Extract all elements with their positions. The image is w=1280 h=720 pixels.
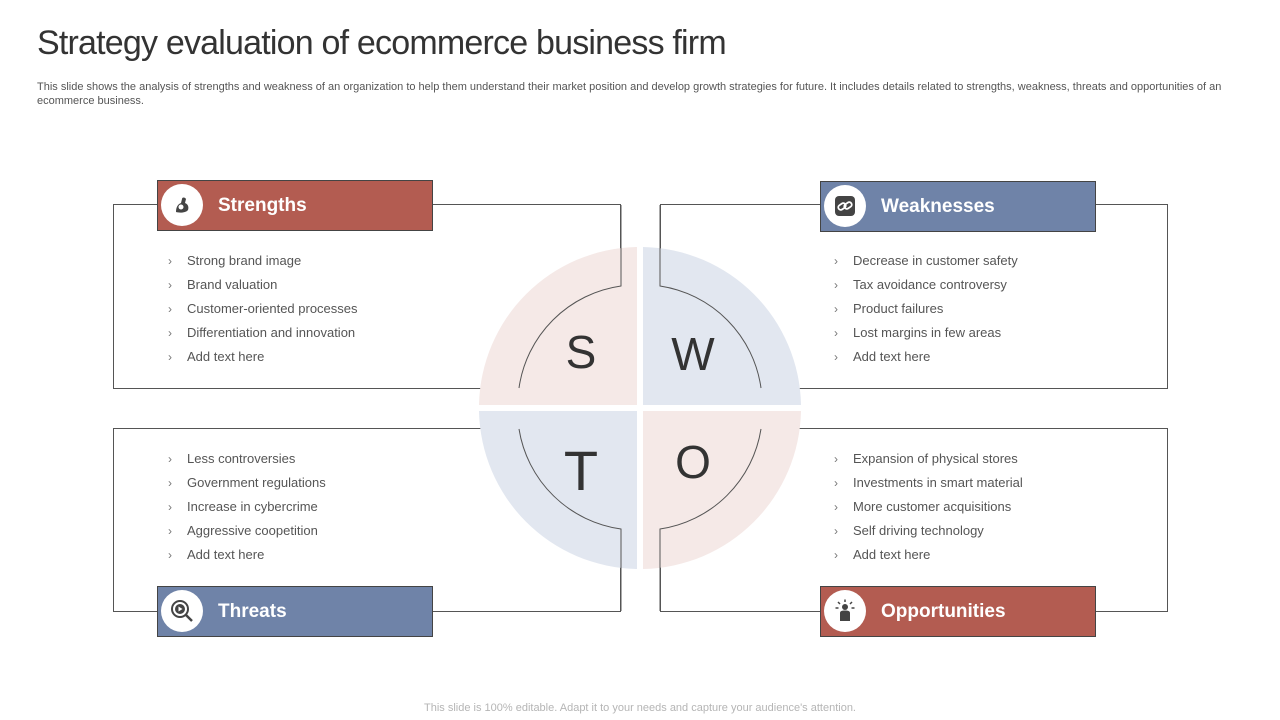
list-item: ›Add text here bbox=[168, 543, 326, 567]
opportunities-list: ›Expansion of physical stores ›Investmen… bbox=[834, 447, 1023, 567]
flexed-arm-icon bbox=[161, 184, 203, 226]
swot-quadrant-w bbox=[643, 247, 801, 405]
list-item: ›Self driving technology bbox=[834, 519, 1023, 543]
list-item: ›Tax avoidance controversy bbox=[834, 273, 1018, 297]
list-item: ›Brand valuation bbox=[168, 273, 358, 297]
opportunities-label: Opportunities bbox=[881, 601, 1006, 622]
threats-label: Threats bbox=[218, 601, 287, 622]
list-item: ›Product failures bbox=[834, 297, 1018, 321]
page-subtitle: This slide shows the analysis of strengt… bbox=[37, 81, 1222, 107]
strengths-label: Strengths bbox=[218, 195, 307, 216]
list-item: ›Differentiation and innovation bbox=[168, 321, 358, 345]
swot-inner-arc-t bbox=[518, 428, 622, 611]
list-item: ›Investments in smart material bbox=[834, 471, 1023, 495]
strengths-header: Strengths bbox=[157, 180, 433, 231]
weaknesses-label: Weaknesses bbox=[881, 196, 995, 217]
swot-quadrant-s bbox=[479, 247, 637, 405]
chevron-right-icon: › bbox=[168, 500, 172, 514]
list-item: ›Expansion of physical stores bbox=[834, 447, 1023, 471]
broken-link-icon bbox=[824, 185, 866, 227]
swot-inner-arc-o bbox=[659, 428, 762, 611]
list-item: ›Aggressive coopetition bbox=[168, 519, 326, 543]
chevron-right-icon: › bbox=[834, 500, 838, 514]
chevron-right-icon: › bbox=[168, 548, 172, 562]
list-item: ›Add text here bbox=[834, 345, 1018, 369]
opportunities-header: Opportunities bbox=[820, 586, 1096, 637]
chevron-right-icon: › bbox=[168, 476, 172, 490]
chevron-right-icon: › bbox=[834, 476, 838, 490]
chevron-right-icon: › bbox=[168, 302, 172, 316]
list-item: ›Strong brand image bbox=[168, 249, 358, 273]
swot-inner-arc-s bbox=[518, 205, 622, 389]
weaknesses-list: ›Decrease in customer safety ›Tax avoida… bbox=[834, 249, 1018, 369]
chevron-right-icon: › bbox=[834, 302, 838, 316]
swot-letter-s: S bbox=[566, 326, 597, 378]
chevron-right-icon: › bbox=[834, 278, 838, 292]
magnifier-target-icon bbox=[161, 590, 203, 632]
swot-inner-arc-w bbox=[659, 205, 762, 389]
weaknesses-header: Weaknesses bbox=[820, 181, 1096, 232]
chevron-right-icon: › bbox=[168, 350, 172, 364]
chevron-right-icon: › bbox=[168, 326, 172, 340]
person-ideas-icon bbox=[824, 590, 866, 632]
chevron-right-icon: › bbox=[168, 254, 172, 268]
footer-note: This slide is 100% editable. Adapt it to… bbox=[424, 702, 856, 714]
list-item: ›Lost margins in few areas bbox=[834, 321, 1018, 345]
swot-letter-o: O bbox=[675, 436, 711, 488]
chevron-right-icon: › bbox=[834, 452, 838, 466]
swot-quadrant-o bbox=[643, 411, 801, 569]
strengths-list: ›Strong brand image ›Brand valuation ›Cu… bbox=[168, 249, 358, 369]
chevron-right-icon: › bbox=[168, 524, 172, 538]
list-item: ›Add text here bbox=[168, 345, 358, 369]
chevron-right-icon: › bbox=[834, 254, 838, 268]
chevron-right-icon: › bbox=[168, 452, 172, 466]
list-item: ›Increase in cybercrime bbox=[168, 495, 326, 519]
list-item: ›More customer acquisitions bbox=[834, 495, 1023, 519]
list-item: ›Add text here bbox=[834, 543, 1023, 567]
chevron-right-icon: › bbox=[834, 524, 838, 538]
chevron-right-icon: › bbox=[834, 350, 838, 364]
list-item: ›Decrease in customer safety bbox=[834, 249, 1018, 273]
chevron-right-icon: › bbox=[168, 278, 172, 292]
list-item: ›Government regulations bbox=[168, 471, 326, 495]
list-item: ›Less controversies bbox=[168, 447, 326, 471]
page-title: Strategy evaluation of ecommerce busines… bbox=[37, 24, 727, 62]
swot-letter-w: W bbox=[671, 328, 715, 380]
threats-list: ›Less controversies ›Government regulati… bbox=[168, 447, 326, 567]
threats-header: Threats bbox=[157, 586, 433, 637]
swot-letter-t: T bbox=[564, 439, 598, 502]
chevron-right-icon: › bbox=[834, 326, 838, 340]
list-item: ›Customer-oriented processes bbox=[168, 297, 358, 321]
swot-quadrant-t bbox=[479, 411, 637, 569]
chevron-right-icon: › bbox=[834, 548, 838, 562]
